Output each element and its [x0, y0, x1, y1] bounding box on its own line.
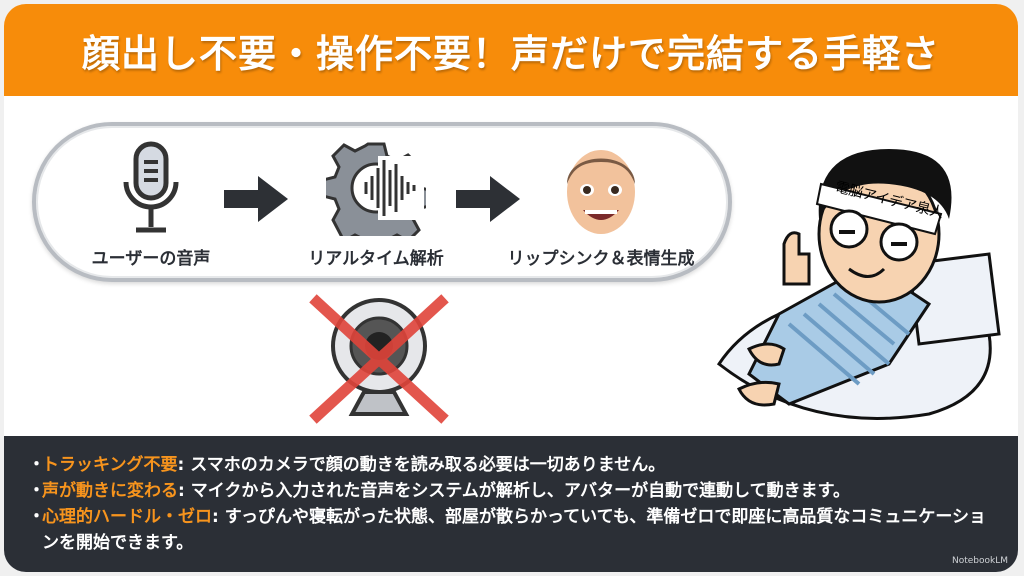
character-illustration: 電脳アイデア泉人	[716, 149, 1001, 420]
arrow-right-icon	[224, 176, 288, 222]
process-flow: ユーザーの音声 リアルタイム解析	[32, 122, 732, 282]
bullet-item: ・トラッキング不要: スマホのカメラで顔の動きを読み取る必要は一切ありません。	[28, 455, 666, 475]
bullet-text: : スマホのカメラで顔の動きを読み取る必要は一切ありません。	[177, 455, 666, 475]
bullet-item: ・声が動きに変わる: マイクから入力された音声をシステムが解析し、アバターが自動…	[28, 481, 850, 501]
bullet-item: ・心理的ハードル・ゼロ: すっぴんや寝転がった状態、部屋が散らかっていても、準備…	[28, 507, 986, 553]
step-voice: ユーザーの音声	[56, 140, 246, 269]
bullet-key: 心理的ハードル・ゼロ	[42, 507, 212, 527]
gear-waveform-icon	[326, 142, 426, 236]
slide-title: 顔出し不要・操作不要！声だけで完結する手軽さ	[81, 31, 940, 76]
slide: 顔出し不要・操作不要！声だけで完結する手軽さ ユーザーの音声	[4, 4, 1018, 572]
step-label: ユーザーの音声	[91, 249, 211, 269]
title-bar: 顔出し不要・操作不要！声だけで完結する手軽さ	[4, 4, 1018, 96]
bullet-text: : マイクから入力された音声をシステムが解析し、アバターが自動で連動して動きます…	[178, 481, 850, 501]
avatar-face-icon	[567, 150, 635, 234]
bullet-text: : すっぴんや寝転がった状態、部屋が散らかっていても、準備ゼロで即座に高品質なコ…	[42, 507, 986, 553]
arrow-right-icon	[456, 176, 520, 222]
bullet-key: トラッキング不要	[42, 455, 178, 475]
bullet-key: 声が動きに変わる	[42, 481, 178, 501]
microphone-icon	[123, 141, 179, 233]
step-analysis: リアルタイム解析	[281, 140, 471, 269]
no-camera-icon	[309, 294, 449, 424]
step-lipsync: リップシンク＆表情生成	[506, 140, 696, 269]
notebooklm-watermark: NotebookLM	[951, 556, 1008, 566]
step-label: リップシンク＆表情生成	[507, 249, 695, 269]
step-label: リアルタイム解析	[308, 249, 444, 269]
bullet-panel: ・トラッキング不要: スマホのカメラで顔の動きを読み取る必要は一切ありません。 …	[4, 436, 1018, 572]
